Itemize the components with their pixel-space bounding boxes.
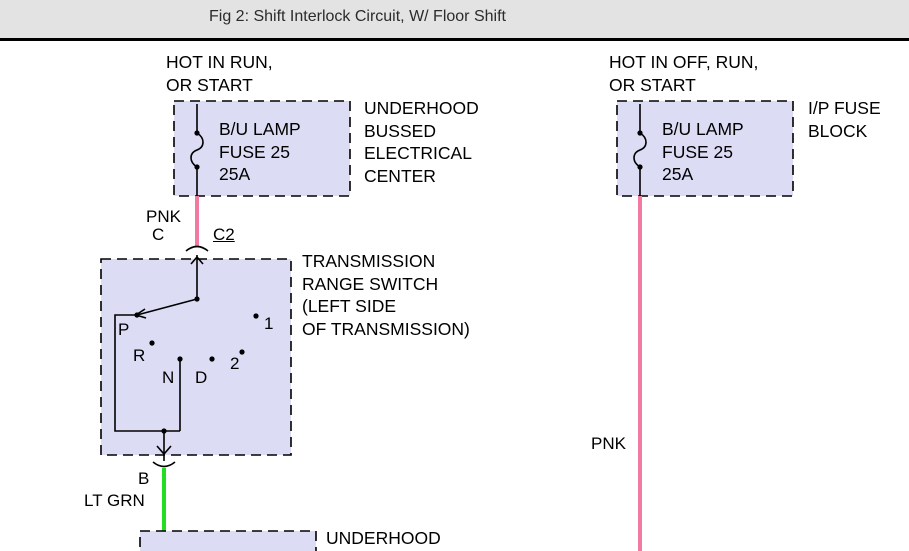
figure-header: [0, 0, 909, 39]
wire-color-pnk-right: PNK: [591, 434, 626, 453]
pin-label-c: C: [152, 225, 165, 244]
position-p: P: [118, 320, 130, 339]
connector-b-symbol: [152, 461, 176, 468]
right-fuse-terminal-top: [637, 130, 643, 136]
left-fuse-terminal-bottom: [194, 164, 200, 170]
pin-label-b: B: [138, 469, 150, 488]
left-fuse-terminal-top: [194, 130, 200, 136]
left-fuse-location: UNDERHOOD BUSSED ELECTRICAL CENTER: [364, 98, 479, 186]
left-fuse-box: [173, 100, 351, 197]
left-fuse-symbol: [190, 104, 204, 196]
bottom-box-label: UNDERHOOD: [326, 528, 441, 548]
trs-internal-wiring: [114, 255, 204, 461]
right-fuse-location: I/P FUSE BLOCK: [808, 98, 881, 141]
connector-c2-symbol: [185, 245, 209, 252]
bottom-box: [139, 530, 317, 551]
position-1: 1: [264, 314, 274, 333]
right-fuse-box: [616, 100, 794, 197]
position-r: R: [133, 346, 146, 365]
trs-label: TRANSMISSION RANGE SWITCH (LEFT SIDE OF …: [302, 251, 470, 339]
connector-label-c2: C2: [213, 225, 235, 244]
trs-box: [100, 258, 292, 456]
trs-contacts: [134, 296, 259, 434]
wire-color-pnk-top: PNK: [146, 207, 181, 226]
figure-title: Fig 2: Shift Interlock Circuit, W/ Floor…: [209, 8, 506, 25]
left-power-label: HOT IN RUN, OR START: [166, 52, 273, 95]
position-n: N: [162, 368, 175, 387]
position-2: 2: [230, 354, 240, 373]
right-fuse-symbol: [633, 104, 647, 196]
left-fuse-text: B/U LAMP FUSE 25 25A: [219, 119, 301, 184]
wire-color-lt-grn: LT GRN: [84, 491, 145, 510]
right-power-label: HOT IN OFF, RUN, OR START: [609, 52, 759, 95]
position-d: D: [195, 368, 208, 387]
right-fuse-terminal-bottom: [637, 164, 643, 170]
right-fuse-text: B/U LAMP FUSE 25 25A: [662, 119, 744, 184]
header-rule: [0, 38, 909, 41]
